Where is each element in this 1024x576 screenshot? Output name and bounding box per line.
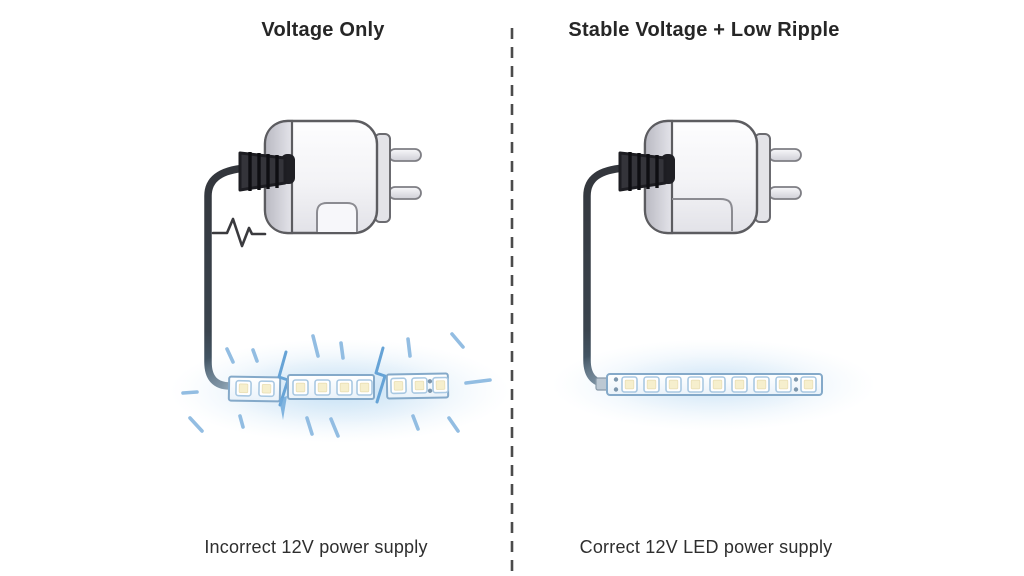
glitch-bolt [374, 346, 387, 404]
power-adapter-icon [618, 119, 802, 235]
panel-divider [510, 28, 514, 576]
glitch-bolt [277, 350, 290, 420]
dc-connector-icon [618, 151, 675, 192]
ac-prong-top [388, 148, 422, 162]
illustration-stable-voltage [552, 119, 876, 431]
led-strip-steady [606, 373, 823, 396]
panel-title-stable-voltage: Stable Voltage + Low Ripple [568, 19, 840, 41]
ripple-waveform-icon [211, 217, 267, 248]
dc-connector-icon [238, 151, 295, 192]
adapter-label-tab [316, 202, 358, 232]
ac-prong-bottom [388, 186, 422, 200]
panel-caption-incorrect: Incorrect 12V power supply [204, 537, 428, 557]
ac-prong-bottom [768, 186, 802, 200]
ac-prong-top [768, 148, 802, 162]
panel-caption-correct: Correct 12V LED power supply [579, 537, 833, 557]
power-adapter-icon [238, 119, 422, 235]
adapter-label-line [672, 198, 733, 231]
illustration-voltage-only [170, 119, 510, 443]
panel-title-voltage-only: Voltage Only [261, 19, 385, 41]
flicker-rays [181, 332, 492, 438]
led-strip-flickering [227, 346, 450, 420]
